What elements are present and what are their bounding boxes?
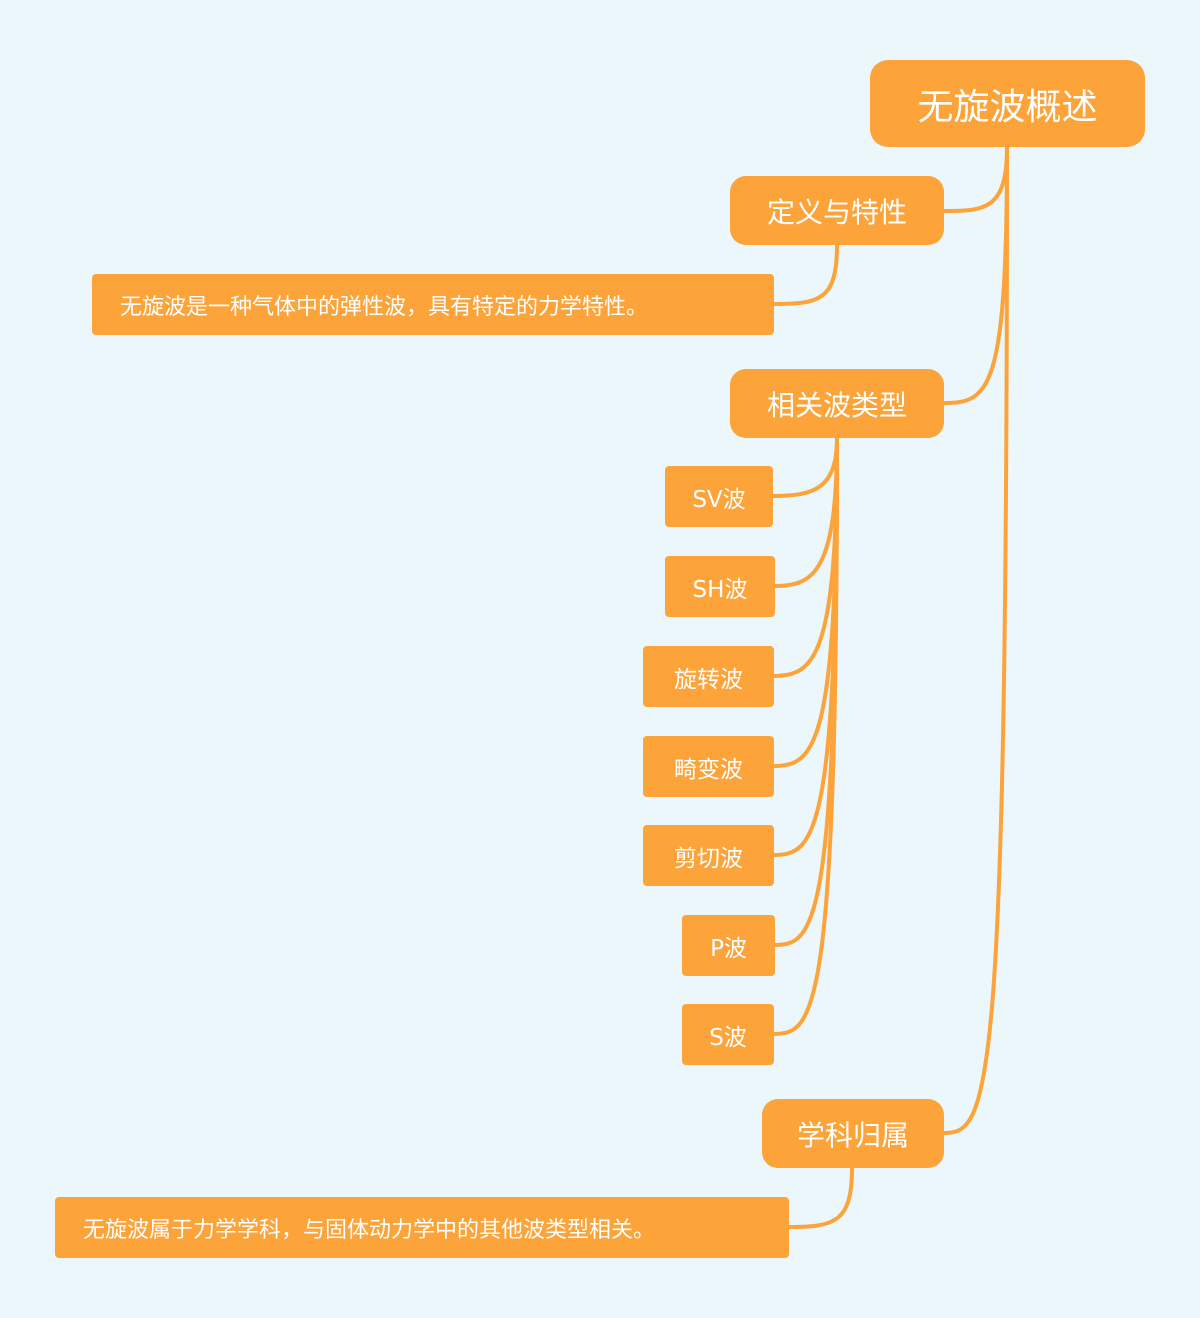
branch-discipline[interactable]: 学科归属: [762, 1099, 944, 1168]
branch-definition[interactable]: 定义与特性: [730, 176, 944, 245]
link-root-definition: [942, 145, 1009, 213]
wave-type-s[interactable]: S波: [682, 1004, 774, 1065]
link-types-rotational: [772, 436, 839, 678]
wave-type-shear[interactable]: 剪切波: [643, 825, 774, 886]
wave-type-p[interactable]: P波: [682, 915, 775, 976]
discipline-description[interactable]: 无旋波属于力学学科，与固体动力学中的其他波类型相关。: [55, 1197, 789, 1258]
wave-type-sh[interactable]: SH波: [665, 556, 775, 617]
wave-type-rotational[interactable]: 旋转波: [643, 646, 774, 707]
wave-type-distortional[interactable]: 畸变波: [643, 736, 774, 797]
branch-wave-types[interactable]: 相关波类型: [730, 369, 944, 438]
link-root-wave-types: [942, 145, 1009, 405]
link-definition-description: [772, 243, 839, 306]
link-root-discipline: [942, 145, 1009, 1135]
link-types-s: [772, 436, 839, 1036]
link-discipline-description: [787, 1166, 854, 1229]
link-types-sv: [771, 436, 839, 498]
root-node[interactable]: 无旋波概述: [870, 60, 1145, 147]
definition-description[interactable]: 无旋波是一种气体中的弹性波，具有特定的力学特性。: [92, 274, 774, 335]
link-types-sh: [773, 436, 839, 588]
wave-type-sv[interactable]: SV波: [665, 466, 773, 527]
